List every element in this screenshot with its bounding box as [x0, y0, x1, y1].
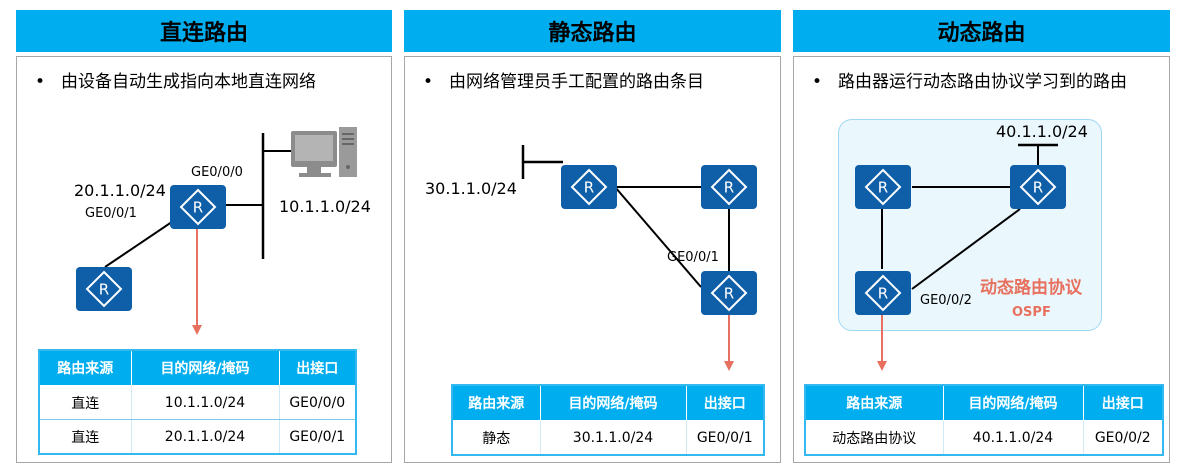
panel-bullet: • 由网络管理员手工配置的路由条目 [423, 67, 704, 92]
table-cell: 直连 [38, 385, 132, 420]
protocol-sub-label: OSPF [1012, 305, 1051, 320]
table-cell: 静态 [451, 420, 541, 456]
pc-icon [291, 127, 357, 177]
router-icon: R [76, 267, 132, 311]
panel-bullet: • 由设备自动生成指向本地直连网络 [35, 67, 316, 92]
router-icon: R [561, 165, 617, 209]
table-cell: 直连 [38, 419, 132, 455]
panel-direct: • 由设备自动生成指向本地直连网络 R R 20.1.1.0/24 GE0/0/1… [16, 56, 392, 463]
table-header: 出接口 [685, 384, 765, 421]
table-cell: GE0/0/1 [685, 420, 765, 456]
panel-header-direct: 直连路由 [16, 10, 392, 52]
panel-dynamic: • 路由器运行动态路由协议学习到的路由 R R R 40.1.1.0/24 GE0… [793, 56, 1170, 463]
panel-bullet: • 路由器运行动态路由协议学习到的路由 [812, 67, 1127, 92]
interface-label: GE0/0/1 [667, 250, 719, 265]
router-glyph: R [1033, 179, 1043, 197]
dynamic-topology-lines [877, 143, 1058, 371]
static-topology-lines [521, 145, 734, 371]
routing-table: 路由来源 目的网络/掩码 出接口 直连 10.1.1.0/24 GE0/0/0 … [38, 349, 357, 455]
table-cell: 20.1.1.0/24 [130, 419, 280, 455]
table-header: 路由来源 [451, 384, 541, 421]
table-cell: 10.1.1.0/24 [130, 385, 280, 420]
router-icon: R [1010, 165, 1066, 209]
panel-header-dynamic: 动态路由 [793, 10, 1170, 52]
arrow-down-icon [724, 315, 734, 371]
bullet-dot: • [812, 72, 823, 92]
bullet-text: 由设备自动生成指向本地直连网络 [61, 72, 316, 92]
panel-static: • 由网络管理员手工配置的路由条目 R R R 30.1.1.0/24 GE0/0… [404, 56, 781, 463]
router-glyph: R [99, 281, 109, 299]
table-cell: GE0/0/1 [278, 419, 357, 455]
interface-label: GE0/0/0 [191, 165, 243, 180]
router-glyph: R [724, 285, 734, 303]
interface-label: GE0/0/2 [920, 293, 972, 308]
panel-header-static: 静态路由 [404, 10, 781, 52]
interface-label: GE0/0/1 [85, 206, 137, 221]
table-row: 静态 30.1.1.0/24 GE0/0/1 [451, 420, 765, 456]
bullet-text: 由网络管理员手工配置的路由条目 [449, 72, 704, 92]
table-row: 直连 20.1.1.0/24 GE0/0/1 [38, 419, 357, 455]
network-label: 40.1.1.0/24 [996, 122, 1088, 141]
protocol-name-label: 动态路由协议 [980, 278, 1082, 298]
table-header: 出接口 [278, 349, 357, 386]
table-header: 路由来源 [804, 384, 944, 421]
router-glyph: R [193, 199, 203, 217]
router-icon: R [855, 271, 911, 315]
router-icon: R [701, 271, 757, 315]
arrow-down-icon [877, 315, 887, 371]
router-glyph: R [584, 179, 594, 197]
router-glyph: R [878, 285, 888, 303]
arrow-down-icon [192, 229, 202, 335]
routing-table: 路由来源 目的网络/掩码 出接口 静态 30.1.1.0/24 GE0/0/1 [451, 384, 765, 456]
router-glyph: R [724, 179, 734, 197]
table-header: 出接口 [1082, 384, 1164, 421]
router-glyph: R [878, 179, 888, 197]
network-label: 30.1.1.0/24 [425, 179, 517, 198]
bullet-dot: • [423, 72, 434, 92]
router-icon: R [170, 185, 226, 229]
table-header: 目的网络/掩码 [539, 384, 687, 421]
table-cell: 30.1.1.0/24 [539, 420, 687, 456]
table-header: 路由来源 [38, 349, 132, 386]
network-label: 10.1.1.0/24 [279, 197, 371, 216]
table-row: 动态路由协议 40.1.1.0/24 GE0/0/2 [804, 420, 1164, 456]
table-cell: GE0/0/2 [1082, 420, 1164, 456]
network-label: 20.1.1.0/24 [74, 181, 166, 200]
table-header: 目的网络/掩码 [130, 349, 280, 386]
table-cell: 动态路由协议 [804, 420, 944, 456]
table-row: 直连 10.1.1.0/24 GE0/0/0 [38, 385, 357, 420]
table-cell: 40.1.1.0/24 [942, 420, 1084, 456]
router-icon: R [701, 165, 757, 209]
table-cell: GE0/0/0 [278, 385, 357, 420]
routing-table: 路由来源 目的网络/掩码 出接口 动态路由协议 40.1.1.0/24 GE0/… [804, 384, 1164, 456]
router-icon: R [855, 165, 911, 209]
table-header: 目的网络/掩码 [942, 384, 1084, 421]
bullet-text: 路由器运行动态路由协议学习到的路由 [838, 72, 1127, 92]
bullet-dot: • [35, 72, 46, 92]
